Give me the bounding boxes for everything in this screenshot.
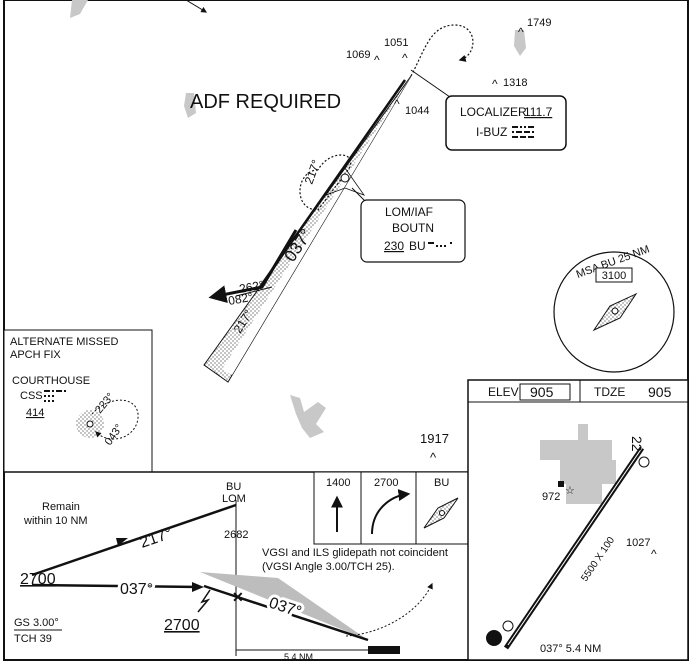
lom-ident: BU [409,239,426,253]
obstacle-1917: 1917 ^ [420,431,449,465]
profile-fix-line2: LOM [222,493,246,505]
lom-info-box: LOM/IAF BOUTN 230 BU [351,187,466,263]
runway-number: 22 [629,436,645,452]
obstacle-1044: ^ 1044 [394,97,429,117]
svg-text:1318: 1318 [503,77,527,89]
holding-pattern [299,154,352,211]
localizer-info-box: LOCALIZER 111.7 I-BUZ [445,95,567,151]
msa-circle: MSA BU 25 NM 3100 [553,243,675,373]
svg-text:(VGSI Angle 3.00/TCH 25).: (VGSI Angle 3.00/TCH 25). [262,561,395,573]
lom-frequency: 230 [384,239,404,253]
svg-text:1749: 1749 [527,17,551,29]
svg-text:1044: 1044 [405,105,429,117]
plan-view: ADF REQUIRED 037° 262° 082° 217° 217° ^ … [3,0,675,473]
msa-altitude: 3100 [602,270,626,282]
svg-text:✕: ✕ [232,589,244,605]
svg-text:^: ^ [374,53,380,67]
svg-text:☆: ☆ [565,485,575,497]
obstacle-1318: ^ 1318 [492,77,527,91]
profile-altitude-left: 2700 [20,571,56,588]
obstacle-1069: 1069 ^ [346,49,380,67]
alternate-missed-box: ALTERNATE MISSED APCH FIX COURTHOUSE CSS… [3,329,153,473]
profile-altitude-lower: 2700 [164,617,200,634]
approach-lighting-icon [486,630,502,646]
terrain-water [70,0,526,438]
lom-morse [428,242,452,247]
glidepath-shading [200,572,368,640]
svg-text:within 10 NM: within 10 NM [23,515,88,527]
svg-text:APCH FIX: APCH FIX [10,349,61,361]
svg-text:^: ^ [430,450,437,465]
obstacle-1749: ^ 1749 [518,17,551,39]
css-morse [44,390,66,402]
lom-label: LOM/IAF [385,205,433,219]
climb-right-turn-icon [371,489,411,535]
lom-symbol [340,173,350,183]
svg-text:ALTERNATE MISSED: ALTERNATE MISSED [10,336,118,348]
profile-distance: 5.4 NM [284,652,313,661]
apron-area [540,424,616,504]
airport-tdze-label: TDZE [594,385,625,399]
glideslope-angle: GS 3.00° [14,617,59,629]
svg-text:CSS: CSS [20,390,43,402]
pt-outbound-label: 262° [238,278,265,296]
svg-text:1069: 1069 [346,49,370,61]
localizer-label: LOCALIZER [460,105,527,119]
missed-step-2-altitude: 2700 [374,477,398,489]
profile-outbound-course: 217° [138,525,175,552]
svg-text:^: ^ [402,51,408,65]
pt-inbound-label: 082° [227,290,254,308]
profile-fix-altitude: 2682 [224,529,248,541]
svg-text:^: ^ [518,25,524,39]
profile-fix-line1: BU [226,481,241,493]
svg-text:COURTHOUSE: COURTHOUSE [12,375,90,387]
svg-text:1051: 1051 [384,37,408,49]
profile-inbound-course: 037° [120,581,153,598]
procedure-turn [208,229,298,304]
airport-obstacle-1027: 1027 [626,537,650,549]
airport-elev: 905 [530,384,554,400]
localizer-frequency: 111.7 [524,105,553,119]
airport-obstacle-972: 972 [542,491,560,503]
svg-text:^: ^ [492,77,498,91]
missed-approach-track [410,24,474,77]
localizer-ident: I-BUZ [476,125,507,139]
airport-elev-label: ELEV [488,385,519,399]
lom-name: BOUTN [392,221,434,235]
profile-view: 1400 2700 BU BU LOM 2682 Remain within 1… [4,471,469,661]
svg-text:1917: 1917 [420,431,449,446]
holding-course-label: 217° [302,158,324,186]
airport-tdze: 905 [648,384,672,400]
missed-step-3-fix: BU [434,477,449,489]
obstacle-1051: 1051 ^ [384,37,408,65]
svg-text:^: ^ [651,547,657,561]
localizer-morse [512,126,534,138]
fac-to-threshold: 037° 5.4 NM [540,643,601,655]
missed-approach-icons: 1400 2700 BU [313,471,469,545]
svg-text:Remain: Remain [42,501,80,513]
tch-value: TCH 39 [14,633,52,645]
svg-text:VGSI and ILS glidepath not coi: VGSI and ILS glidepath not coincident [262,547,448,559]
adf-required-note: ADF REQUIRED [190,91,341,113]
missed-step-1-altitude: 1400 [326,477,350,489]
svg-text:^: ^ [394,97,400,111]
svg-text:414: 414 [26,407,44,419]
airport-diagram: ELEV 905 TDZE 905 22 5500 X 100 972 ☆ 10… [467,379,689,661]
